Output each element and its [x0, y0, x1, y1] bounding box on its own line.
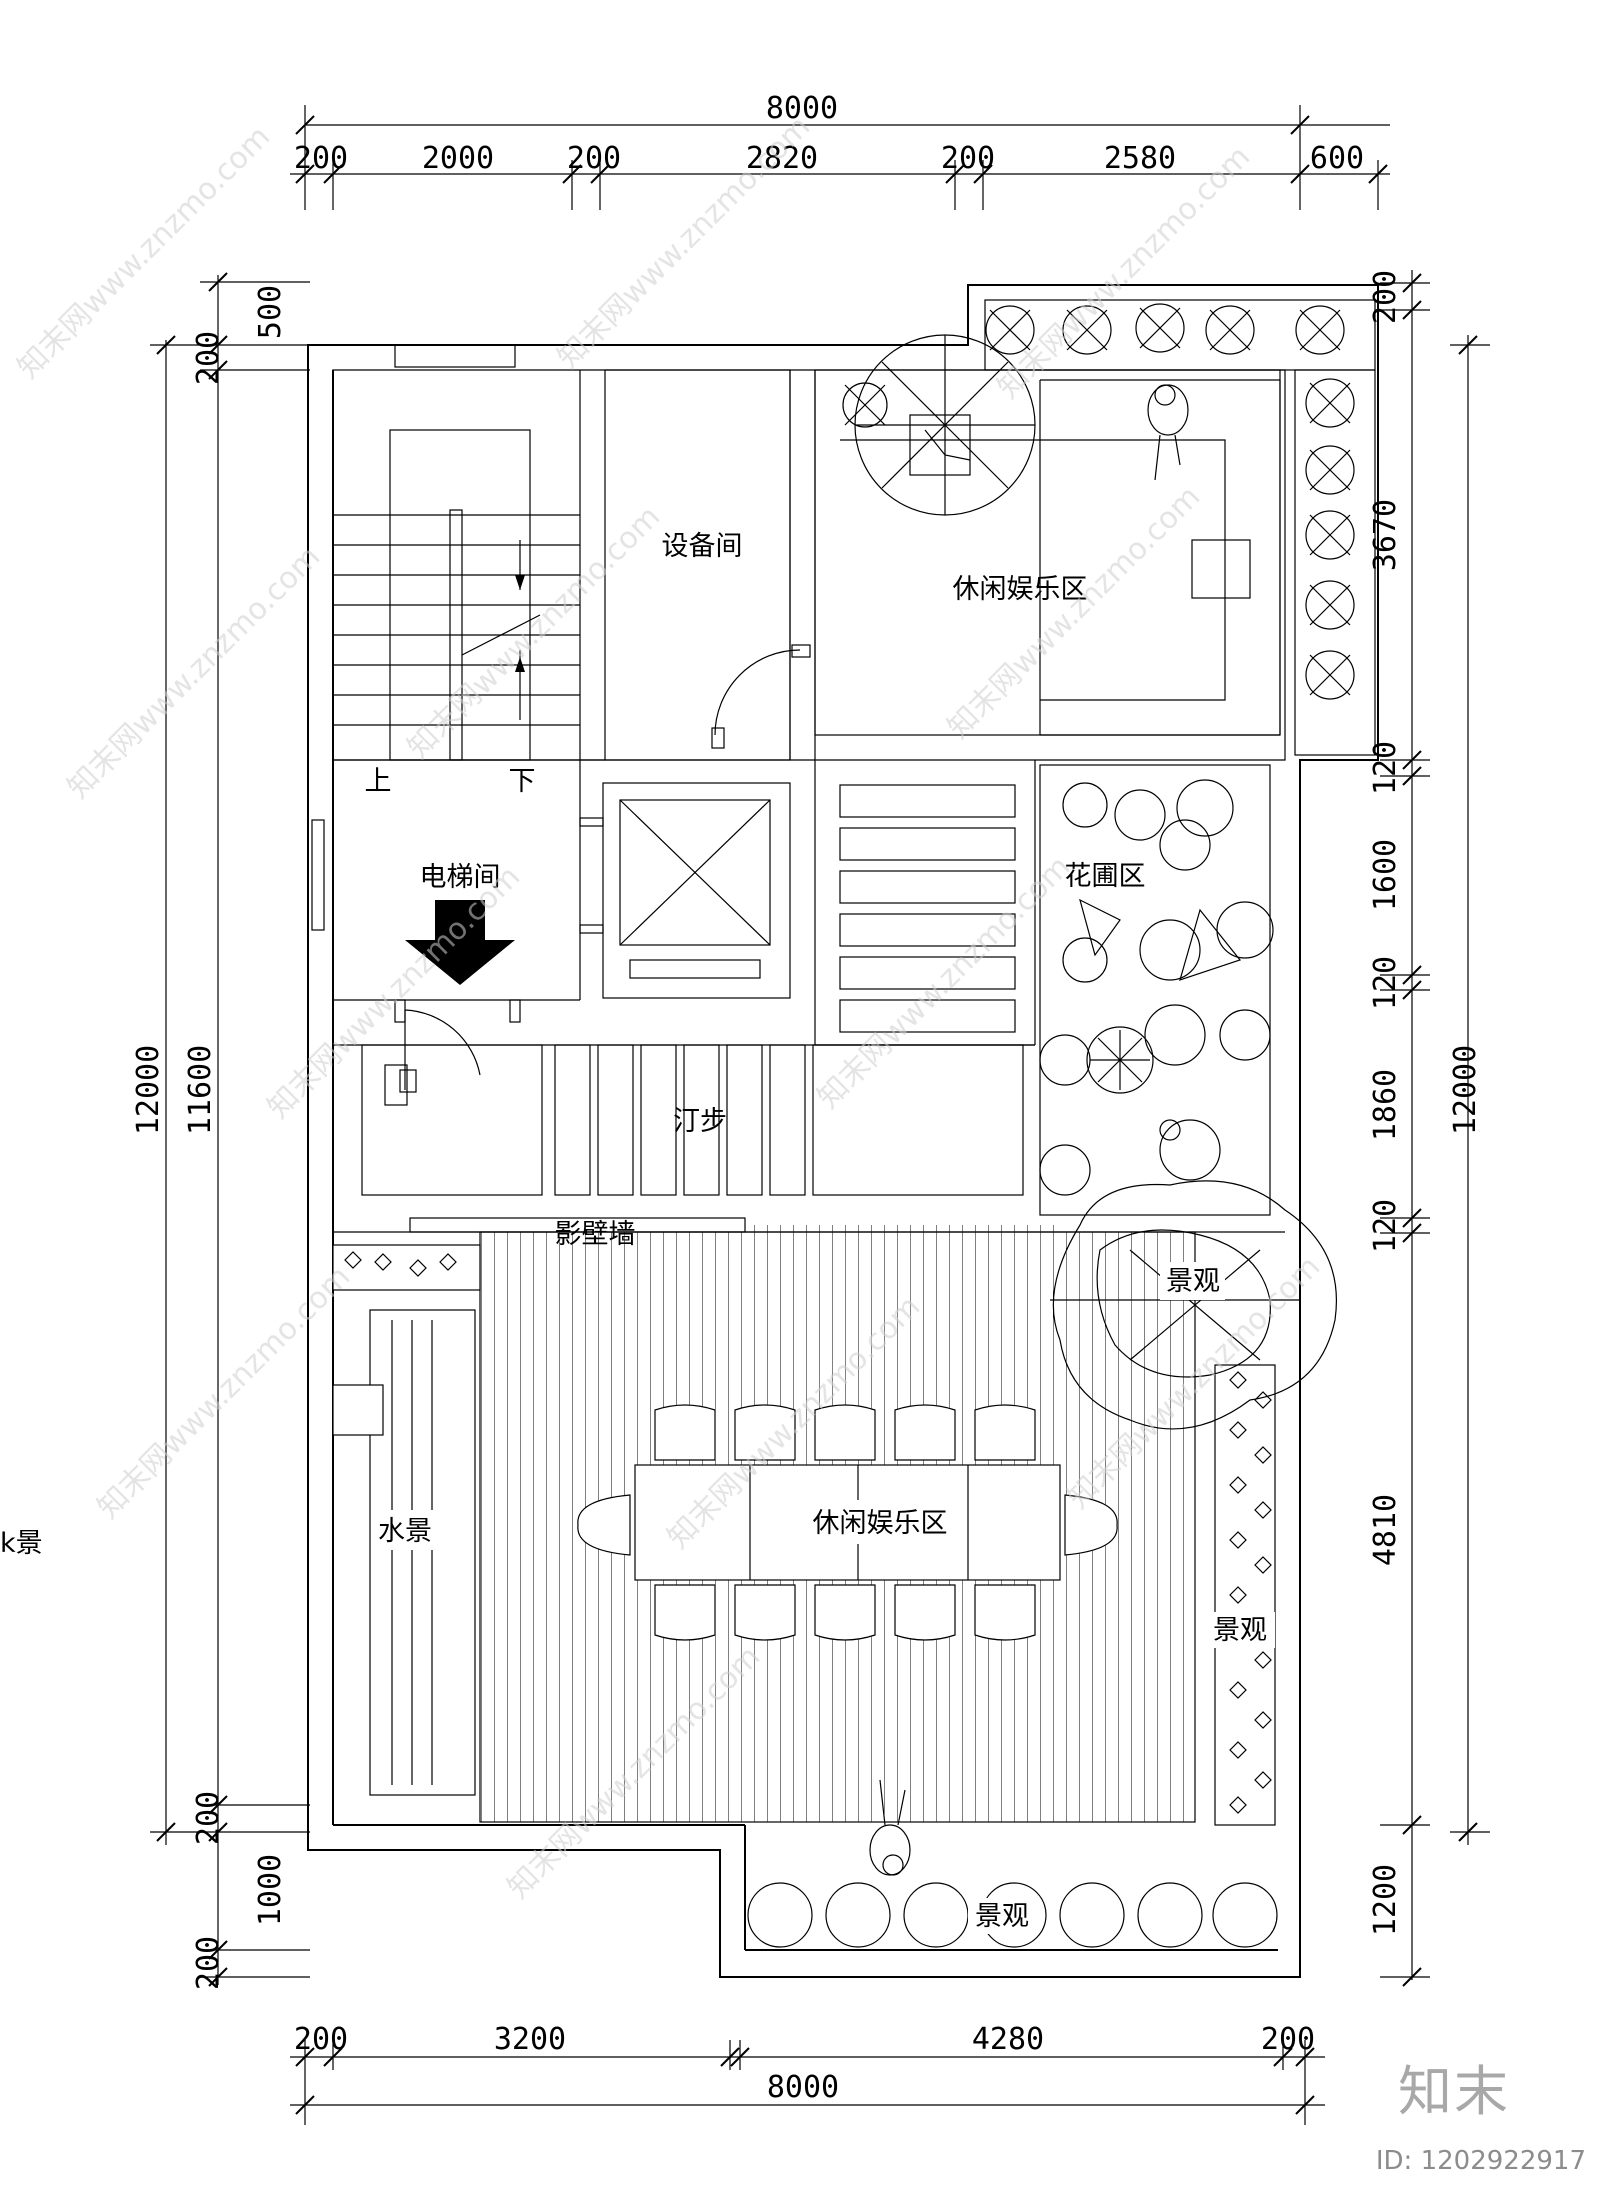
watermark-text: 知末网www.znzmo.com	[11, 119, 277, 385]
flower-bed-label: 花圃区	[1065, 861, 1146, 892]
brand-logo: 知末	[1398, 2060, 1510, 2123]
dim-top-seg: 200	[567, 141, 621, 176]
watermark-text: 知末网www.znzmo.com	[61, 539, 327, 805]
dim-left-seg: 200	[191, 1936, 226, 1990]
dim-left-seg: 200	[191, 1791, 226, 1845]
dim-right-seg: 1860	[1368, 1069, 1403, 1141]
dim-top-seg: 200	[294, 141, 348, 176]
dim-bottom-seg: 200	[1261, 2022, 1315, 2057]
dim-bottom-total: 8000	[767, 2070, 839, 2105]
elevator-room-label: 电梯间	[420, 862, 501, 893]
person-figure-icon	[1147, 384, 1189, 481]
dim-right-seg: 4810	[1368, 1494, 1403, 1566]
dim-top-seg: 600	[1310, 141, 1364, 176]
dim-top-total: 8000	[766, 91, 838, 126]
dim-left-total: 12000	[131, 1045, 166, 1135]
dim-left-inner: 11600	[183, 1045, 218, 1135]
left-dimensions: 12000 11600 500 200 200 1000 200	[131, 272, 310, 1990]
stair-down-label: 下	[509, 766, 536, 797]
dim-right-seg: 3670	[1368, 499, 1403, 571]
right-shrub-strip: 景观	[1205, 1364, 1276, 1826]
elevator-room: 电梯间	[311, 760, 581, 1093]
leisure-area-top: 休闲娱乐区	[814, 334, 1281, 736]
top-dimensions: 8000 200 2000 200 2820 200 2580 600	[290, 91, 1390, 210]
landscape-label: 景观	[1166, 1266, 1220, 1297]
equipment-room-label: 设备间	[662, 531, 743, 562]
dining-table: 休闲娱乐区	[577, 1404, 1118, 1641]
landscape-tree: 景观	[1050, 1180, 1337, 1430]
dim-right-seg: 120	[1368, 956, 1403, 1010]
dim-bottom-seg: 200	[294, 2022, 348, 2057]
dim-top-seg: 2820	[746, 141, 818, 176]
outer-wall	[307, 284, 1379, 1978]
stair-up-label: 上	[365, 766, 392, 797]
equipment-room: 设备间	[604, 369, 816, 780]
water-feature-label: 水景	[378, 1516, 432, 1547]
elevator-shaft	[579, 782, 791, 999]
dim-left-seg: 1000	[253, 1854, 288, 1926]
watermark-text: 知末网www.znzmo.com	[261, 859, 527, 1125]
dim-left-seg: 500	[253, 285, 288, 339]
water-feature: 水景	[332, 1244, 481, 1796]
stepping-stones: 汀步	[333, 1044, 1035, 1196]
dim-right-seg: 120	[1368, 1199, 1403, 1253]
dim-bottom-seg: 4280	[972, 2022, 1044, 2057]
watermark-text: 知末网www.znzmo.com	[811, 849, 1077, 1115]
staircase: 上 下	[332, 344, 605, 1000]
watermark-text: 知末网www.znzmo.com	[991, 139, 1257, 405]
landscape-label: 景观	[975, 1901, 1029, 1932]
chair-icon	[577, 1404, 1118, 1641]
brand-id: ID: 1202922917	[1375, 2146, 1586, 2176]
top-planter	[842, 299, 1376, 756]
stepping-stones-label: 汀步	[673, 1106, 727, 1137]
dim-bottom-seg: 3200	[494, 2022, 566, 2057]
dim-top-seg: 200	[941, 141, 995, 176]
dim-left-seg: 200	[191, 331, 226, 385]
right-dimensions: 200 3670 120 1600 120 1860 120 4810 1200…	[1368, 270, 1490, 1987]
dim-right-seg: 1600	[1368, 839, 1403, 911]
dim-top-seg: 2000	[422, 141, 494, 176]
dim-right-seg: 1200	[1368, 1864, 1403, 1936]
watermark-text: 知末网www.znzmo.com	[941, 479, 1207, 745]
person-figure-icon	[869, 1779, 911, 1876]
dim-top-seg: 2580	[1104, 141, 1176, 176]
dim-right-total: 12000	[1448, 1045, 1483, 1135]
bottom-tree-row: 景观	[747, 1779, 1278, 1948]
leisure-main-label: 休闲娱乐区	[813, 1508, 948, 1539]
landscape-label: 景观	[1213, 1615, 1267, 1646]
watermark-text: 知末网www.znzmo.com	[401, 499, 667, 765]
bottom-dimensions: 200 3200 4280 200 8000	[290, 2022, 1325, 2125]
leisure-top-label: 休闲娱乐区	[953, 574, 1088, 605]
watermark-text: 知末网www.znzmo.com	[91, 1259, 357, 1525]
dim-right-seg: 200	[1368, 270, 1403, 324]
edge-water-label: k景	[0, 1528, 43, 1559]
dim-right-seg: 120	[1368, 741, 1403, 795]
flower-bed: 花圃区	[1039, 764, 1274, 1216]
down-arrow-icon	[405, 900, 515, 985]
